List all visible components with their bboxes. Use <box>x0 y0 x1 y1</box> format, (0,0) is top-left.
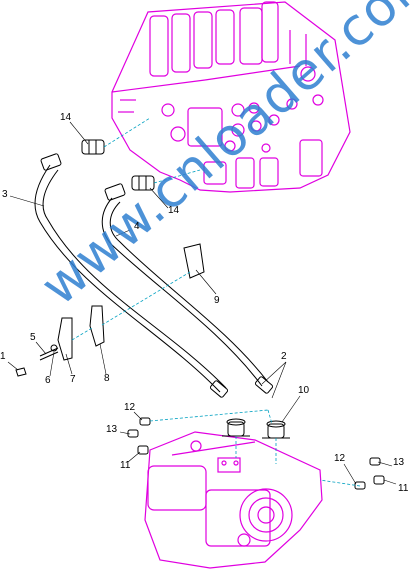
small-fittings <box>127 417 385 490</box>
hoses <box>34 153 274 398</box>
callout-9: 9 <box>214 295 220 306</box>
callout-12-right: 12 <box>334 453 346 464</box>
control-valve <box>111 1 351 193</box>
flange-fittings <box>222 418 290 439</box>
callout-4: 4 <box>134 221 140 232</box>
callout-7: 7 <box>70 374 76 385</box>
callout-14-bottom: 14 <box>168 205 180 216</box>
callout-11-left: 11 <box>120 460 131 471</box>
callout-8: 8 <box>104 373 110 384</box>
assembly-leaders <box>71 117 361 487</box>
callout-3: 3 <box>2 189 8 200</box>
callout-10: 10 <box>298 385 310 396</box>
pump-unit <box>144 431 323 569</box>
callout-1: 1 <box>0 351 6 362</box>
callout-13-left: 13 <box>106 424 118 435</box>
callout-13-right: 13 <box>393 457 405 468</box>
callout-14-top: 14 <box>60 112 72 123</box>
callout-2: 2 <box>281 351 287 362</box>
callout-12-left: 12 <box>124 402 136 413</box>
callout-5: 5 <box>30 332 36 343</box>
callout-11-right: 11 <box>398 483 409 494</box>
callout-leaders <box>7 121 397 485</box>
callout-6: 6 <box>45 375 51 386</box>
